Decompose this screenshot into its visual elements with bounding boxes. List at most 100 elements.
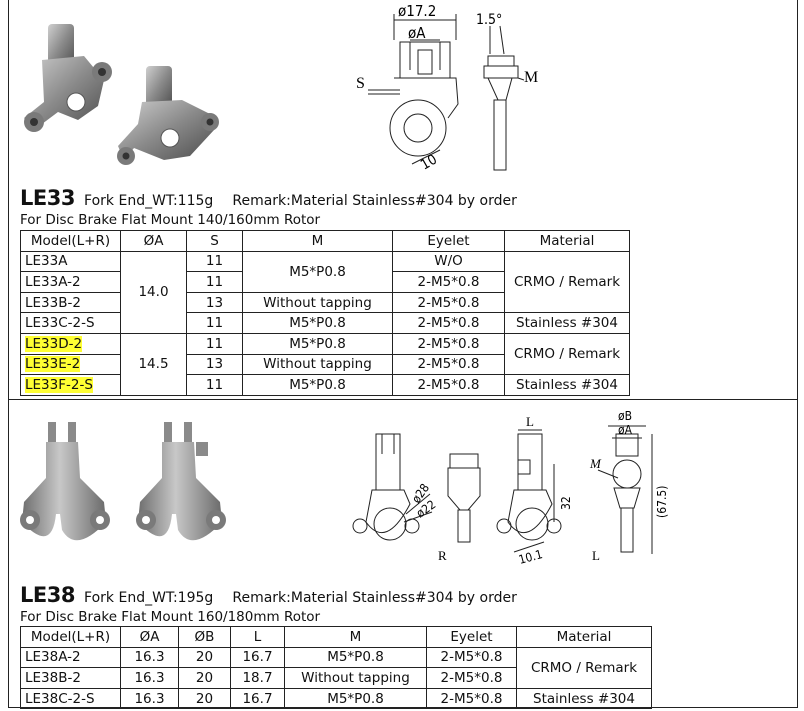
cell-model: LE33F-2-S <box>20 374 121 396</box>
le38-subline: For Disc Brake Flat Mount 160/180mm Roto… <box>20 609 321 625</box>
cell-b: 20 <box>178 687 231 710</box>
col-b: ØB <box>178 626 231 648</box>
table-row: LE33E-2 13 Without tapping 2-M5*0.8 <box>20 353 630 376</box>
col-m: M <box>284 626 427 648</box>
cell-l: 16.7 <box>230 687 285 710</box>
cell-m: Without tapping <box>284 667 427 689</box>
cell-eyelet: 2-M5*0.8 <box>392 312 505 334</box>
cell-eyelet: 2-M5*0.8 <box>426 667 517 689</box>
cell-model: LE33D-2 <box>20 332 121 355</box>
cell-eyelet: W/O <box>392 250 505 273</box>
cell-m: M5*P0.8 <box>242 250 393 293</box>
le33-product-photo <box>24 24 219 165</box>
cell-a: 16.3 <box>120 687 179 710</box>
le33-heading: LE33 Fork End_WT:115g Remark:Material St… <box>20 186 517 210</box>
col-a: ØA <box>120 626 179 648</box>
cell-m: M5*P0.8 <box>242 312 393 334</box>
le33-photo-part-left <box>24 24 112 132</box>
table-row: LE38C-2-S 16.3 20 16.7 M5*P0.8 2-M5*0.8 … <box>20 687 652 710</box>
cell-b: 20 <box>178 646 231 669</box>
col-model: Model(L+R) <box>20 626 121 648</box>
le33-desc: Fork End_WT:115g <box>84 193 214 209</box>
table-header-row: Model(L+R) ØA S M Eyelet Material <box>20 230 630 252</box>
cell-eyelet: 2-M5*0.8 <box>426 646 517 669</box>
cell-s: 11 <box>186 250 243 273</box>
table-header-row: Model(L+R) ØA ØB L M Eyelet Material <box>20 626 652 648</box>
cell-material: Stainless #304 <box>504 312 630 334</box>
cell-l: 16.7 <box>230 646 285 669</box>
cell-b: 20 <box>178 667 231 689</box>
le33-photo-part-right <box>117 66 219 165</box>
highlighted-model: LE33D-2 <box>25 335 83 352</box>
cell-s: 13 <box>186 291 243 314</box>
cell-model: LE38B-2 <box>20 667 121 689</box>
cell-s: 11 <box>186 312 243 334</box>
cell-material: CRMO / Remark <box>516 646 652 689</box>
le38-label-r: R <box>438 548 447 563</box>
cell-a: 16.3 <box>120 667 179 689</box>
cell-a: 16.3 <box>120 646 179 669</box>
cell-model: LE33A-2 <box>20 271 121 293</box>
cell-m: M5*P0.8 <box>242 374 393 396</box>
highlighted-model: LE33F-2-S <box>25 376 93 393</box>
cell-l: 18.7 <box>230 667 285 689</box>
cell-material: Stainless #304 <box>504 374 630 396</box>
col-eyelet: Eyelet <box>426 626 517 648</box>
table-row: LE33A 14.0 11 M5*P0.8 W/O CRMO / Remark <box>20 250 630 334</box>
col-s: S <box>186 230 243 252</box>
le38-photo-part-left <box>20 422 110 541</box>
cell-model: LE33A <box>20 250 121 273</box>
table-row: LE33D-2 14.5 11 M5*P0.8 2-M5*0.8 CRMO / … <box>20 332 630 396</box>
le33-dim-outer: ø17.2 <box>398 2 436 20</box>
le33-spec-table: Model(L+R) ØA S M Eyelet Material LE33A … <box>20 230 630 396</box>
le38-label-l-top: L <box>526 414 534 429</box>
le33-remark: Remark:Material Stainless#304 by order <box>232 193 517 209</box>
cell-eyelet: 2-M5*0.8 <box>392 374 505 396</box>
le33-dim-s: S <box>356 75 365 92</box>
le33-dim-ten: 10 <box>418 152 440 174</box>
cell-model: LE38A-2 <box>20 646 121 669</box>
le38-dim-32: 32 <box>559 496 573 510</box>
le38-label-l-side: L <box>592 548 600 563</box>
col-m: M <box>242 230 393 252</box>
section-divider <box>8 399 798 400</box>
le38-dim-a: øA <box>618 423 633 437</box>
le33-dim-angle: 1.5° <box>476 12 502 28</box>
col-a: ØA <box>120 230 187 252</box>
le38-label-m: M <box>589 456 602 471</box>
col-model: Model(L+R) <box>20 230 121 252</box>
cell-model: LE33E-2 <box>20 353 121 376</box>
le33-dim-a: øA <box>408 24 426 42</box>
table-row: LE33B-2 13 Without tapping 2-M5*0.8 <box>20 291 630 314</box>
table-row: LE38B-2 16.3 20 18.7 Without tapping 2-M… <box>20 667 652 689</box>
cell-a: 14.5 <box>120 332 187 396</box>
le33-dim-m: M <box>524 69 538 86</box>
cell-material: CRMO / Remark <box>504 250 630 314</box>
le33-subline: For Disc Brake Flat Mount 140/160mm Roto… <box>20 212 321 228</box>
cell-eyelet: 2-M5*0.8 <box>392 291 505 314</box>
col-l: L <box>230 626 285 648</box>
le38-technical-drawing: ø28 ø22 R L L M 32 10.1 (67.5) øB øA <box>352 409 669 567</box>
cell-model: LE38C-2-S <box>20 687 121 710</box>
le33-technical-drawing: ø17.2 øA 1.5° S M 10 <box>356 2 538 174</box>
cell-model: LE33B-2 <box>20 291 121 314</box>
le38-photo-part-right <box>136 422 226 541</box>
cell-m: M5*P0.8 <box>284 646 427 669</box>
le38-dim-67-5: (67.5) <box>655 486 669 518</box>
cell-m: M5*P0.8 <box>242 332 393 355</box>
le38-heading: LE38 Fork End_WT:195g Remark:Material St… <box>20 583 517 607</box>
le38-dim-b: øB <box>618 409 632 423</box>
col-material: Material <box>516 626 652 648</box>
le38-dim-10-1: 10.1 <box>517 547 544 567</box>
cell-material: CRMO / Remark <box>504 332 630 376</box>
cell-model: LE33C-2-S <box>20 312 121 334</box>
cell-m: Without tapping <box>242 353 393 376</box>
le38-remark: Remark:Material Stainless#304 by order <box>232 590 517 606</box>
le38-spec-table: Model(L+R) ØA ØB L M Eyelet Material LE3… <box>20 626 652 710</box>
cell-eyelet: 2-M5*0.8 <box>392 332 505 355</box>
col-material: Material <box>504 230 630 252</box>
cell-s: 11 <box>186 332 243 355</box>
table-row: LE33F-2-S 11 M5*P0.8 2-M5*0.8 Stainless … <box>20 374 630 396</box>
le38-code: LE38 <box>20 583 75 607</box>
cell-s: 11 <box>186 271 243 293</box>
